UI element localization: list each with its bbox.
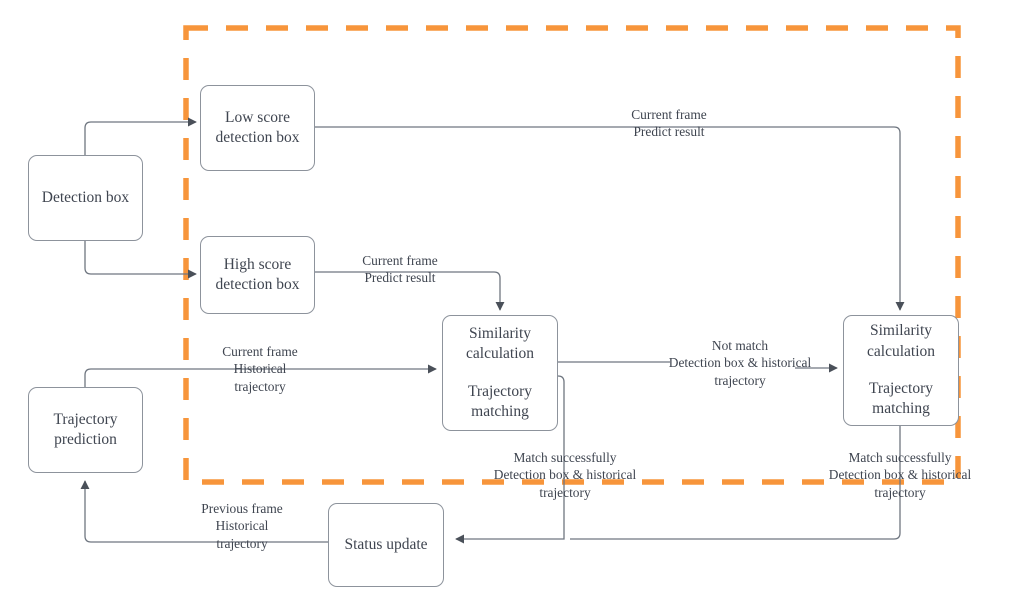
similarity-2-line2: calculation [867, 342, 935, 360]
similarity-2-line4: matching [872, 400, 930, 418]
edge-label-prev-frame-line3: trajectory [216, 535, 268, 551]
edge-detection-to-low-score [84, 117, 197, 155]
edge-label-status-update-to-trajectory: Previous frame Historical trajectory [172, 500, 312, 552]
node-low-score-label-line2: detection box [215, 129, 300, 146]
edge-label-not-match-line3: trajectory [714, 372, 766, 388]
edge-label-match1-line1: Match successfully [513, 450, 617, 465]
node-high-score-detection-box[interactable]: High score detection box [200, 236, 315, 314]
node-detection-box-label: Detection box [41, 188, 130, 206]
edge-similarity-1-match-to-status-update [455, 375, 565, 544]
edge-label-not-match-line2: Detection box & historical [668, 355, 812, 371]
node-status-update[interactable]: Status update [328, 503, 444, 587]
edge-label-high-score-line1: Current frame [362, 253, 438, 268]
edge-label-similarity-2-match-successfully: Match successfully Detection box & histo… [805, 449, 995, 501]
edge-similarity-2-match-to-status-update [570, 425, 901, 540]
similarity-2-group-trajectory: Trajectory matching [844, 379, 958, 420]
edge-label-high-score-to-similarity-1: Current frame Predict result [330, 252, 470, 287]
similarity-2-line3: Trajectory [869, 380, 933, 397]
node-trajectory-prediction-line1: Trajectory [53, 410, 118, 428]
edge-trajectory-prediction-to-similarity-1 [84, 364, 437, 387]
edge-high-score-to-similarity-1 [315, 271, 505, 311]
node-trajectory-prediction-line2: prediction [54, 431, 117, 448]
node-similarity-calculation-2[interactable]: Similarity calculation Trajectory matchi… [843, 315, 959, 426]
edge-low-score-to-similarity-2 [315, 126, 905, 311]
node-status-update-label: Status update [344, 535, 428, 553]
similarity-1-line1: Similarity [469, 324, 531, 342]
edge-label-match2-line2: Detection box & historical [828, 467, 972, 483]
association-region-dashed-rect [183, 25, 961, 485]
node-low-score-label-line1: Low score [225, 108, 290, 126]
similarity-2-group-similarity: Similarity calculation [844, 321, 958, 362]
edge-label-prev-frame-line1: Previous frame [201, 501, 283, 516]
edge-label-match2-line1: Match successfully [848, 450, 952, 465]
node-low-score-detection-box[interactable]: Low score detection box [200, 85, 315, 171]
edge-label-trajectory-line1: Current frame [222, 344, 298, 359]
node-detection-box[interactable]: Detection box [28, 155, 143, 241]
edge-label-trajectory-line3: trajectory [234, 378, 286, 394]
edge-detection-to-high-score [84, 240, 197, 279]
edge-label-not-match-line1: Not match [711, 338, 769, 353]
edge-label-match2-line3: trajectory [874, 484, 926, 500]
similarity-1-line2: calculation [466, 345, 534, 363]
similarity-1-group-similarity: Similarity calculation [443, 324, 557, 365]
node-high-score-label-line2: detection box [215, 276, 300, 293]
edge-label-not-match: Not match Detection box & historical tra… [645, 337, 835, 389]
node-high-score-label-line1: High score [223, 255, 292, 273]
similarity-1-line3: Trajectory [468, 382, 532, 400]
edge-label-trajectory-to-similarity-1: Current frame Historical trajectory [190, 343, 330, 395]
edge-label-high-score-line2: Predict result [364, 270, 436, 286]
edge-label-trajectory-line2: Historical [233, 361, 287, 377]
edge-label-low-score-to-similarity-2: Current frame Predict result [599, 106, 739, 141]
similarity-1-group-trajectory: Trajectory matching [443, 382, 557, 423]
similarity-1-line4: matching [471, 402, 529, 420]
node-similarity-calculation-1[interactable]: Similarity calculation Trajectory matchi… [442, 315, 558, 431]
similarity-2-line1: Similarity [870, 322, 932, 340]
edge-label-low-score-line1: Current frame [631, 107, 707, 122]
edge-label-similarity-1-match-successfully: Match successfully Detection box & histo… [470, 449, 660, 501]
edge-label-match1-line3: trajectory [539, 484, 591, 500]
edge-label-prev-frame-line2: Historical [215, 518, 269, 534]
node-trajectory-prediction[interactable]: Trajectory prediction [28, 387, 143, 473]
edge-status-update-to-trajectory-prediction [80, 480, 328, 543]
edge-label-match1-line2: Detection box & historical [493, 467, 637, 483]
edge-label-low-score-line2: Predict result [633, 124, 705, 140]
